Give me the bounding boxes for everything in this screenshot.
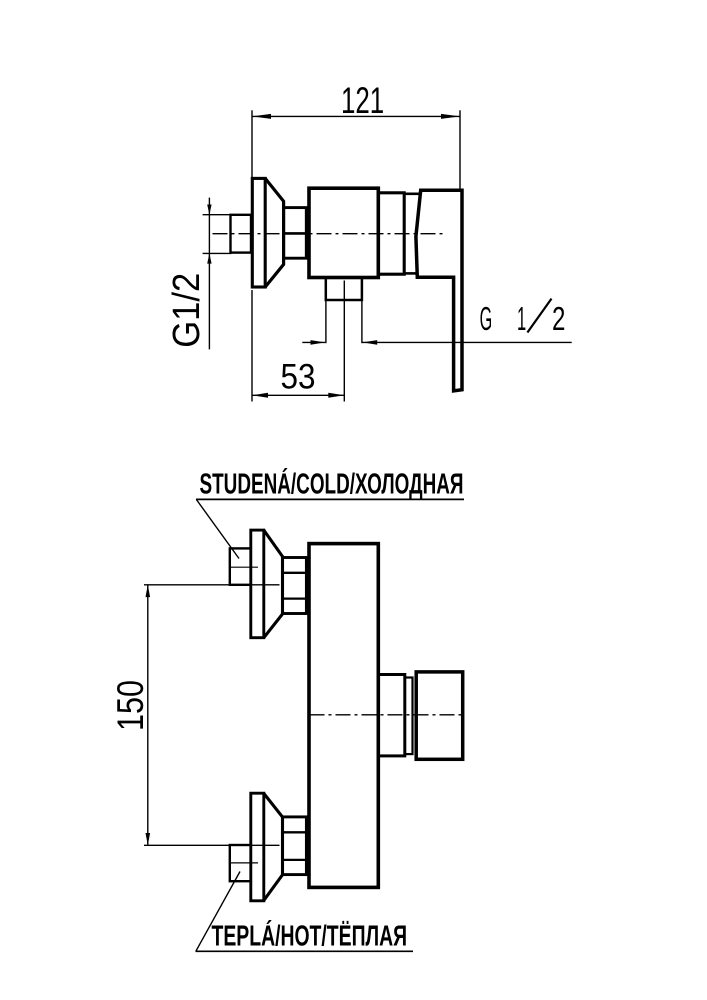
svg-text:TEPLÁ/HOT/ТЁПЛАЯ: TEPLÁ/HOT/ТЁПЛАЯ	[212, 921, 408, 953]
svg-text:1: 1	[517, 301, 526, 338]
svg-text:STUDENÁ/COLD/ХОЛОДНАЯ: STUDENÁ/COLD/ХОЛОДНАЯ	[200, 469, 464, 501]
svg-text:2: 2	[552, 301, 565, 338]
svg-text:53: 53	[281, 357, 316, 396]
svg-text:G1/2: G1/2	[166, 273, 208, 348]
svg-text:150: 150	[110, 680, 151, 731]
svg-text:G: G	[480, 301, 493, 338]
svg-text:121: 121	[341, 80, 384, 121]
